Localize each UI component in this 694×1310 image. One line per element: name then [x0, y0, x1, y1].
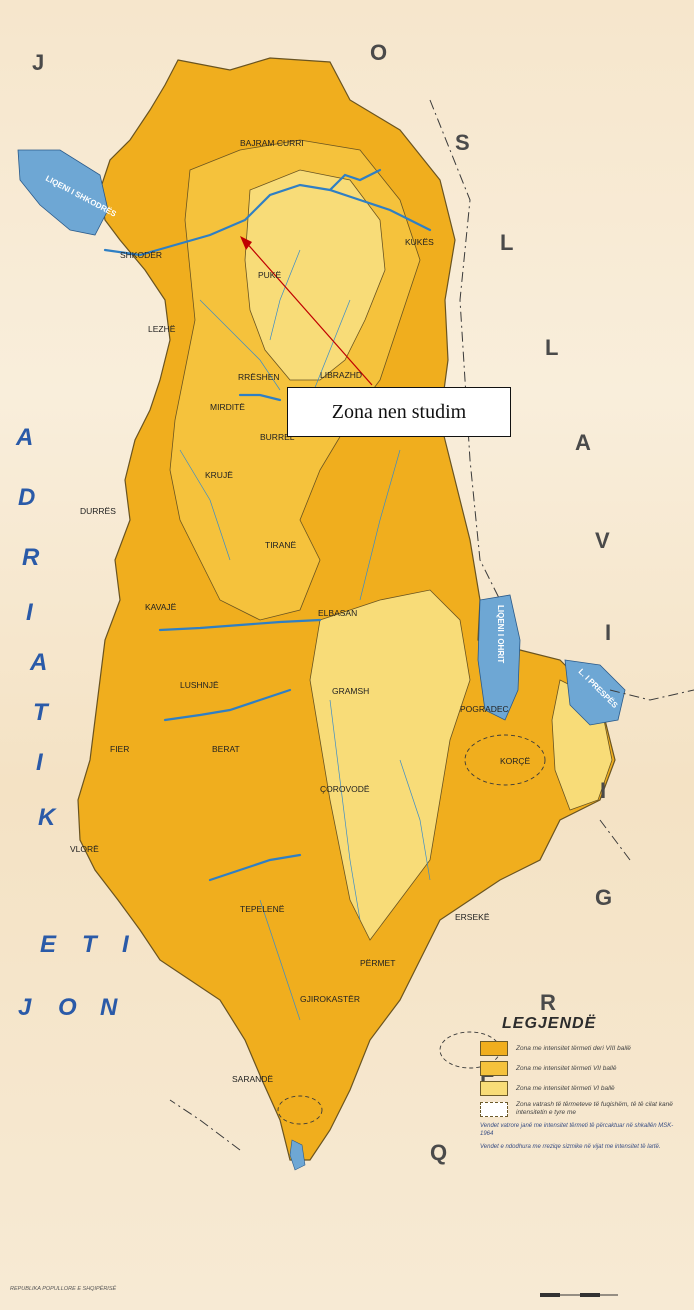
sea-letter: N	[100, 994, 118, 1021]
study-zone-arrowhead	[240, 236, 252, 250]
city-label: ÇOROVODË	[320, 784, 370, 794]
city-label: POGRADEC	[460, 704, 509, 714]
city-label: KRUJË	[205, 470, 233, 480]
border-letter: A	[575, 430, 591, 455]
lake-prespe	[564, 659, 626, 726]
sea-letter: I	[36, 749, 44, 776]
border-letter: R	[540, 990, 556, 1015]
city-label: KAVAJË	[145, 602, 177, 612]
sea-letter: D	[18, 484, 35, 511]
lake-bistrica	[289, 1139, 306, 1171]
city-label: PUKË	[258, 270, 281, 280]
city-labels: BAJRAM CURRI SHKODËR KUKËS PUKË LEZHË RR…	[70, 138, 531, 1084]
sea-letter: I	[122, 931, 130, 958]
lake-ohri	[477, 594, 521, 721]
focal-zone-sarande	[277, 1095, 323, 1125]
legend-title: LEGJENDË	[502, 1015, 597, 1032]
state-border	[169, 99, 694, 1151]
sea-label-jon: E T I J O N	[18, 931, 130, 1021]
border-letter: O	[370, 40, 387, 65]
border-letter: I	[605, 620, 611, 645]
scale-bar	[540, 1293, 618, 1297]
focal-zone-korce	[464, 734, 546, 786]
border-letter: S	[455, 130, 470, 155]
border-letter: L	[500, 230, 513, 255]
city-label: SHKODËR	[120, 250, 162, 260]
legend-swatch-viii	[480, 1041, 508, 1056]
city-label: VLORË	[70, 844, 99, 854]
legend-swatch-vii	[480, 1061, 508, 1076]
legend-row: Zona me intensitet tërmeti VI ballë	[480, 1081, 680, 1096]
city-label: ELBASAN	[318, 608, 357, 618]
legend-swatch-focal	[480, 1101, 508, 1117]
border-letter: I	[600, 778, 606, 803]
city-label: KUKËS	[405, 237, 434, 247]
legend-row: Zona vatrash të tërmeteve të fuqishëm, t…	[480, 1101, 680, 1117]
zone-vi-center	[309, 589, 471, 941]
legend-label: Zona me intensitet tërmeti VII ballë	[516, 1064, 617, 1072]
sea-letter: A	[29, 649, 47, 676]
sea-letter: E	[40, 931, 57, 958]
border-letter: V	[595, 528, 610, 553]
city-label: RRËSHEN	[238, 372, 280, 382]
map-footer-note: REPUBLIKA POPULLORE E SHQIPËRISË	[10, 1286, 117, 1292]
city-label: BAJRAM CURRI	[240, 138, 304, 148]
legend-note-2: Vendet e ndodhura me rreziqe sizmike në …	[480, 1144, 661, 1150]
legend-swatch-vi	[480, 1081, 508, 1096]
border-letter: Q	[430, 1140, 447, 1165]
city-label: PËRMET	[360, 958, 395, 968]
city-label: DURRËS	[80, 506, 116, 516]
minor-rivers	[179, 249, 431, 1021]
city-label: SARANDË	[232, 1074, 273, 1084]
city-label: TIRANË	[265, 540, 297, 550]
city-label: KORÇË	[500, 756, 531, 766]
city-label: GRAMSH	[332, 686, 369, 696]
sea-letter: A	[15, 424, 33, 451]
legend-row: Zona me intensitet tërmeti VII ballë	[480, 1061, 680, 1076]
city-label: BERAT	[212, 744, 240, 754]
legend-label: Zona vatrash të tërmeteve të fuqishëm, t…	[516, 1101, 673, 1116]
study-zone-callout: Zona nen studim	[287, 387, 511, 437]
sea-letter: O	[58, 994, 77, 1021]
city-label: GJIROKASTËR	[300, 994, 360, 1004]
city-label: MIRDITË	[210, 402, 245, 412]
sea-letter: J	[18, 994, 32, 1021]
city-label: ERSEKË	[455, 912, 490, 922]
sea-letter: I	[26, 599, 34, 626]
legend-label: Zona me intensitet tërmeti VI ballë	[516, 1084, 615, 1092]
city-label: FIER	[110, 744, 129, 754]
border-letter: G	[595, 885, 612, 910]
legend-row: Zona me intensitet tërmeti deri VIII bal…	[480, 1041, 680, 1056]
legend-label: Zona me intensitet tërmeti deri VIII bal…	[516, 1044, 631, 1052]
rivers	[103, 168, 432, 882]
city-label: LUSHNJË	[180, 680, 219, 690]
sea-letter: K	[38, 804, 57, 831]
legend: LEGJENDË Zona me intensitet tërmeti deri…	[480, 1015, 680, 1152]
legend-note-1: Vendet vatrore janë me intensitet tërmet…	[480, 1123, 674, 1137]
city-label: TEPELENË	[240, 904, 285, 914]
border-letter: L	[545, 335, 558, 360]
country-label-jugosllavi: J O S L L A V I	[32, 40, 611, 645]
city-label: LIBRAZHD	[320, 370, 362, 380]
sea-letter: T	[33, 699, 50, 726]
lake-shkoder	[17, 149, 109, 236]
study-zone-arrow	[243, 239, 373, 386]
lake-label-ohri: LIQENI I OHRIT	[496, 605, 505, 663]
study-zone-callout-label: Zona nen studim	[331, 400, 467, 423]
zone-vi-north	[244, 169, 386, 381]
sea-letter: R	[22, 544, 40, 571]
city-label: LEZHË	[148, 324, 176, 334]
sea-letter: T	[82, 931, 99, 958]
sea-label-adriatik: A D R I A T I K	[15, 424, 57, 831]
border-letter: J	[32, 50, 44, 75]
city-label: BURREL	[260, 432, 295, 442]
